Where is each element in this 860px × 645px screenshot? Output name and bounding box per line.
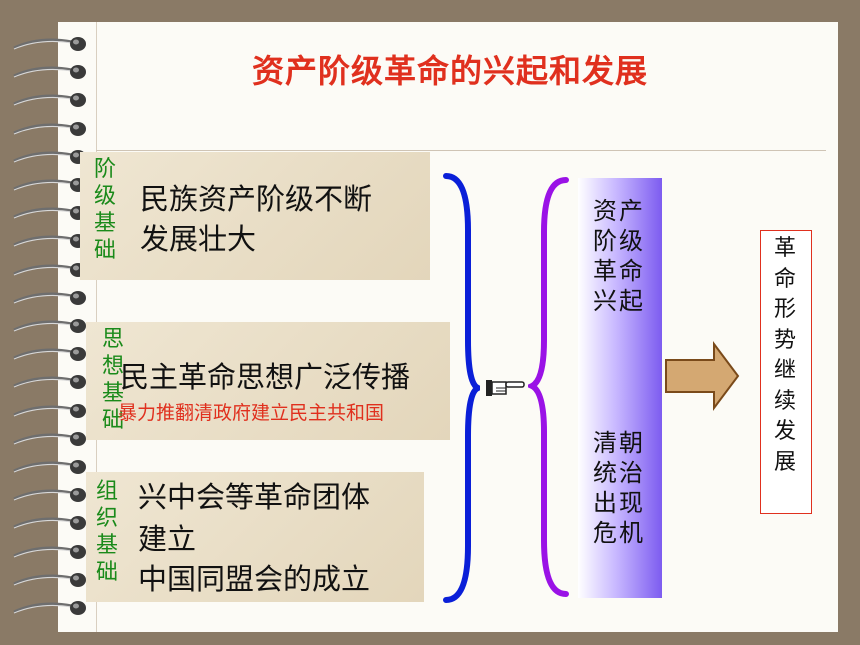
spiral-ring	[13, 403, 86, 418]
result-text: 革命形势继续发展	[773, 236, 796, 475]
ideology-basis-label: 思想基础	[101, 327, 124, 433]
organization-basis-line-1: 兴中会等革命团体	[138, 480, 371, 514]
middle-bottom-text: 清朝统治出现危机	[593, 429, 645, 547]
spiral-ring	[13, 178, 86, 192]
class-basis-box	[80, 152, 430, 280]
result-box	[760, 230, 812, 514]
class-basis-label: 阶级基础	[93, 157, 116, 263]
right-brace-blue	[443, 173, 480, 603]
right-arrow-icon	[665, 341, 740, 411]
spiral-ring	[13, 206, 86, 221]
ideology-basis-line-1: 民主革命思想广泛传播	[120, 360, 411, 394]
title-rule	[96, 150, 826, 151]
middle-top-text: 资产阶级革命兴起	[593, 197, 645, 315]
spiral-ring	[13, 375, 86, 390]
ideology-basis-subtext: 暴力推翻清政府建立民主共和国	[118, 402, 385, 424]
spiral-ring	[13, 460, 86, 474]
ideology-basis-box	[86, 322, 450, 440]
spiral-ring	[13, 149, 86, 164]
spiral-ring	[13, 121, 86, 136]
spiral-ring	[13, 572, 86, 587]
spiral-ring	[13, 234, 86, 249]
organization-basis-line-3: 中国同盟会的成立	[138, 562, 371, 596]
spiral-ring	[13, 93, 86, 108]
spiral-ring	[13, 516, 86, 531]
spiral-ring	[13, 544, 86, 559]
organization-basis-box	[86, 472, 424, 602]
spiral-ring	[13, 601, 86, 615]
spiral-ring	[13, 488, 86, 503]
class-basis-line-2: 发展壮大	[140, 222, 257, 256]
organization-basis-label: 组织基础	[95, 479, 118, 585]
spiral-ring	[13, 37, 86, 51]
organization-basis-line-2: 建立	[138, 522, 197, 556]
spiral-ring	[13, 431, 86, 446]
page-title: 资产阶级革命的兴起和发展	[251, 52, 648, 90]
spiral-ring	[13, 262, 86, 277]
spiral-ring	[13, 347, 86, 362]
pointing-hand-icon	[486, 380, 525, 396]
spiral-ring	[13, 65, 86, 80]
middle-gradient-box	[578, 178, 662, 598]
left-brace-purple	[528, 177, 569, 597]
class-basis-line-1: 民族资产阶级不断	[140, 182, 373, 216]
spiral-ring	[13, 290, 86, 305]
spiral-ring	[13, 319, 86, 333]
